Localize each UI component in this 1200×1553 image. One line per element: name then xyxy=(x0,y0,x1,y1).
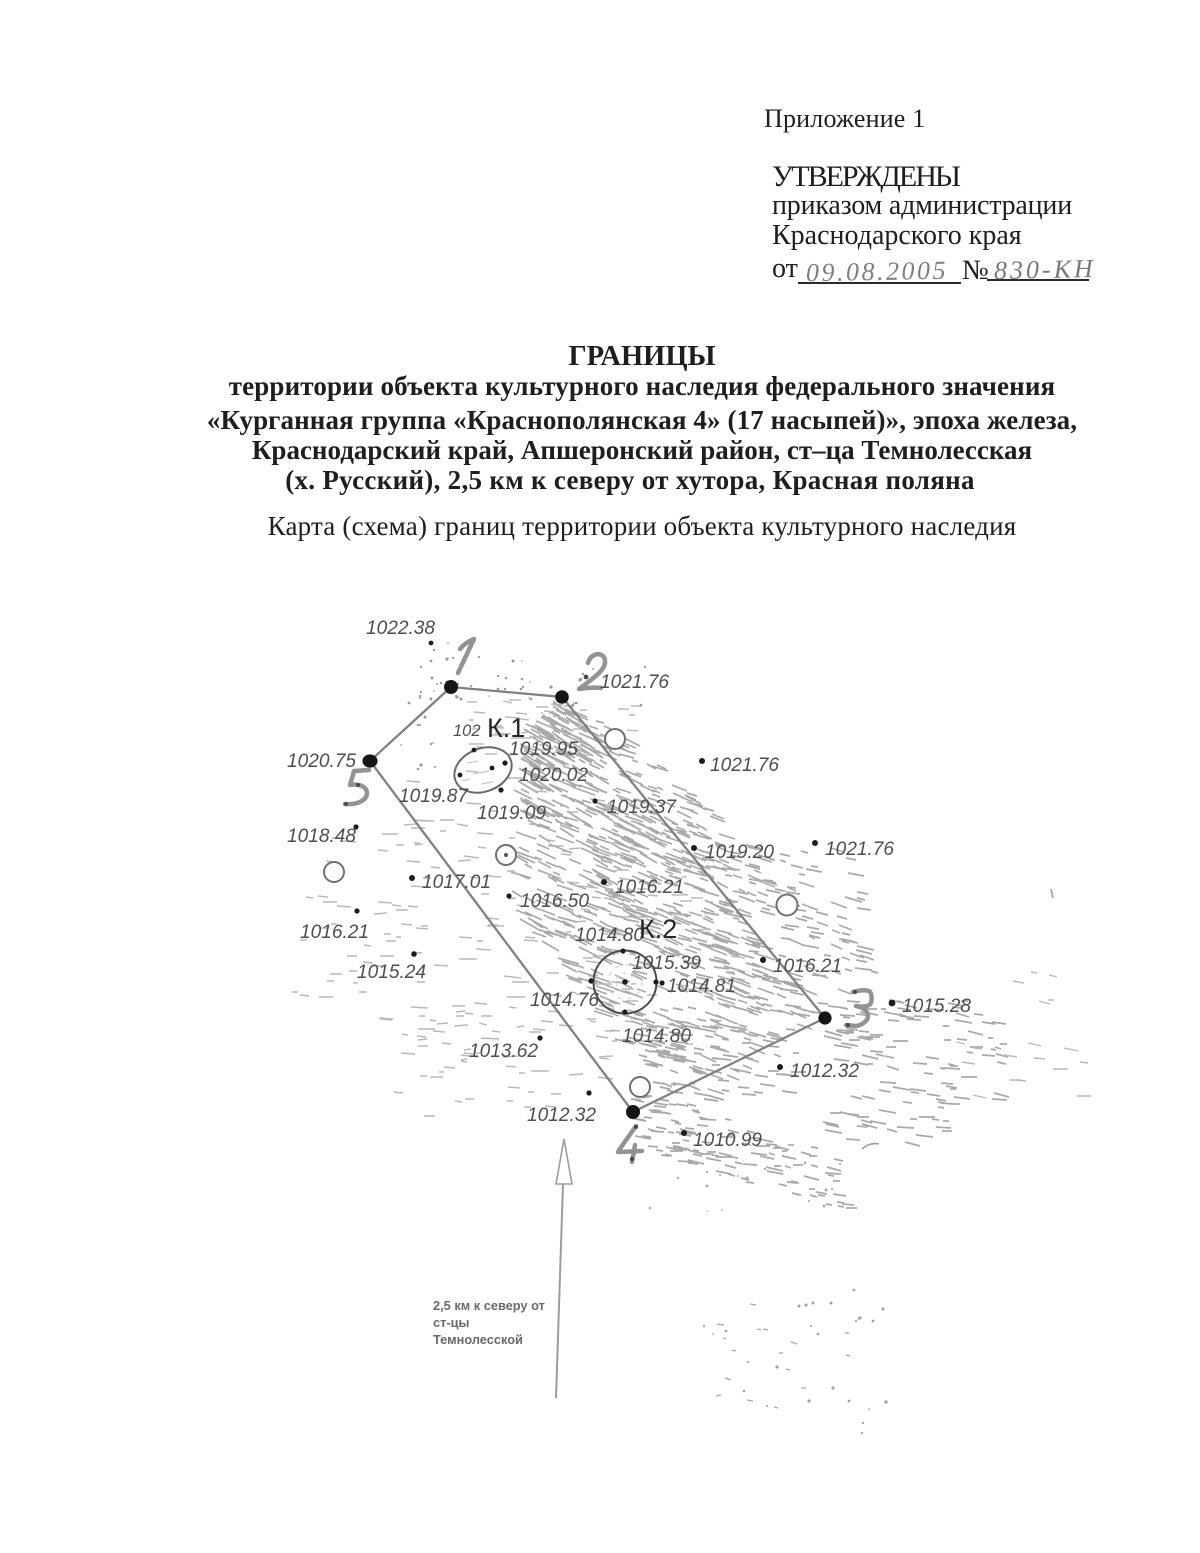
svg-text:1014.76: 1014.76 xyxy=(530,990,599,1011)
svg-text:1014.80: 1014.80 xyxy=(622,1026,691,1047)
svg-text:1013.62: 1013.62 xyxy=(469,1041,538,1062)
svg-text:1022.38: 1022.38 xyxy=(366,618,435,639)
svg-text:1019.37: 1019.37 xyxy=(607,797,677,818)
svg-text:1012.32: 1012.32 xyxy=(790,1061,859,1082)
svg-text:1019.20: 1019.20 xyxy=(705,842,774,863)
svg-text:1019.87: 1019.87 xyxy=(399,786,469,807)
svg-text:К.2: К.2 xyxy=(639,914,677,944)
svg-text:1021.76: 1021.76 xyxy=(710,755,779,776)
svg-text:1014.81: 1014.81 xyxy=(667,976,736,997)
svg-text:102: 102 xyxy=(453,722,481,740)
svg-text:1016.21: 1016.21 xyxy=(773,956,842,977)
svg-text:1021.76: 1021.76 xyxy=(600,672,669,693)
svg-text:1016.21: 1016.21 xyxy=(615,877,684,898)
svg-text:1021.76: 1021.76 xyxy=(825,839,894,860)
svg-text:1017.01: 1017.01 xyxy=(422,872,491,893)
svg-text:1016.21: 1016.21 xyxy=(300,922,369,943)
svg-text:К.1: К.1 xyxy=(487,713,525,743)
svg-text:1015.24: 1015.24 xyxy=(357,962,426,983)
svg-text:1016.50: 1016.50 xyxy=(520,891,589,912)
svg-text:1019.95: 1019.95 xyxy=(509,739,578,760)
svg-text:1012.32: 1012.32 xyxy=(527,1105,596,1126)
svg-text:1020.02: 1020.02 xyxy=(519,765,588,786)
svg-text:1019.09: 1019.09 xyxy=(477,803,546,824)
svg-text:1014.80: 1014.80 xyxy=(575,925,644,946)
svg-text:1015.28: 1015.28 xyxy=(902,996,971,1017)
svg-text:1010.99: 1010.99 xyxy=(693,1130,762,1151)
svg-text:1018.48: 1018.48 xyxy=(287,826,356,847)
svg-text:1020.75: 1020.75 xyxy=(287,751,356,772)
svg-text:1015.39: 1015.39 xyxy=(632,953,701,974)
